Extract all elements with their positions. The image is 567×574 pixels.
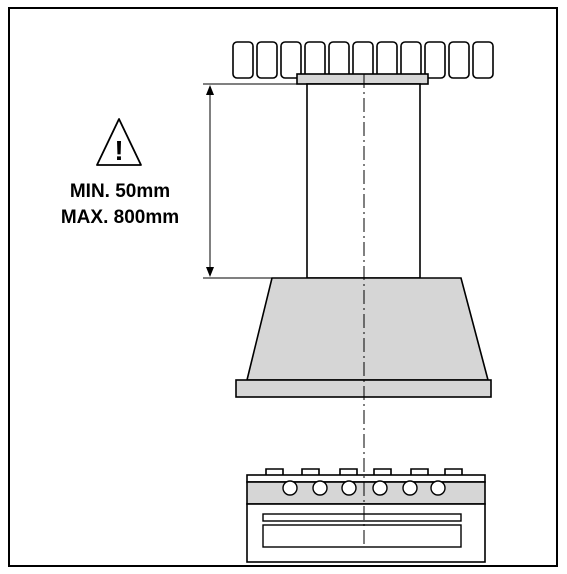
max-distance-label: MAX. 800mm xyxy=(60,207,180,228)
cooker-hob xyxy=(246,474,486,483)
pan-supports xyxy=(265,468,463,475)
cooker-control-panel xyxy=(246,481,486,505)
oven-window xyxy=(262,524,462,548)
min-distance-label: MIN. 50mm xyxy=(69,181,171,202)
hood-canopy xyxy=(245,277,490,381)
diagram-frame xyxy=(8,7,558,567)
warning-symbol: ! xyxy=(114,135,123,166)
ceiling-joists xyxy=(232,41,494,79)
warning-triangle-icon: ! xyxy=(96,118,142,166)
dimension-arrow xyxy=(206,85,214,277)
cooker xyxy=(246,468,486,563)
cooker-knobs xyxy=(282,480,446,496)
ceiling-bracket xyxy=(296,73,429,85)
oven-door-handle xyxy=(262,513,462,522)
